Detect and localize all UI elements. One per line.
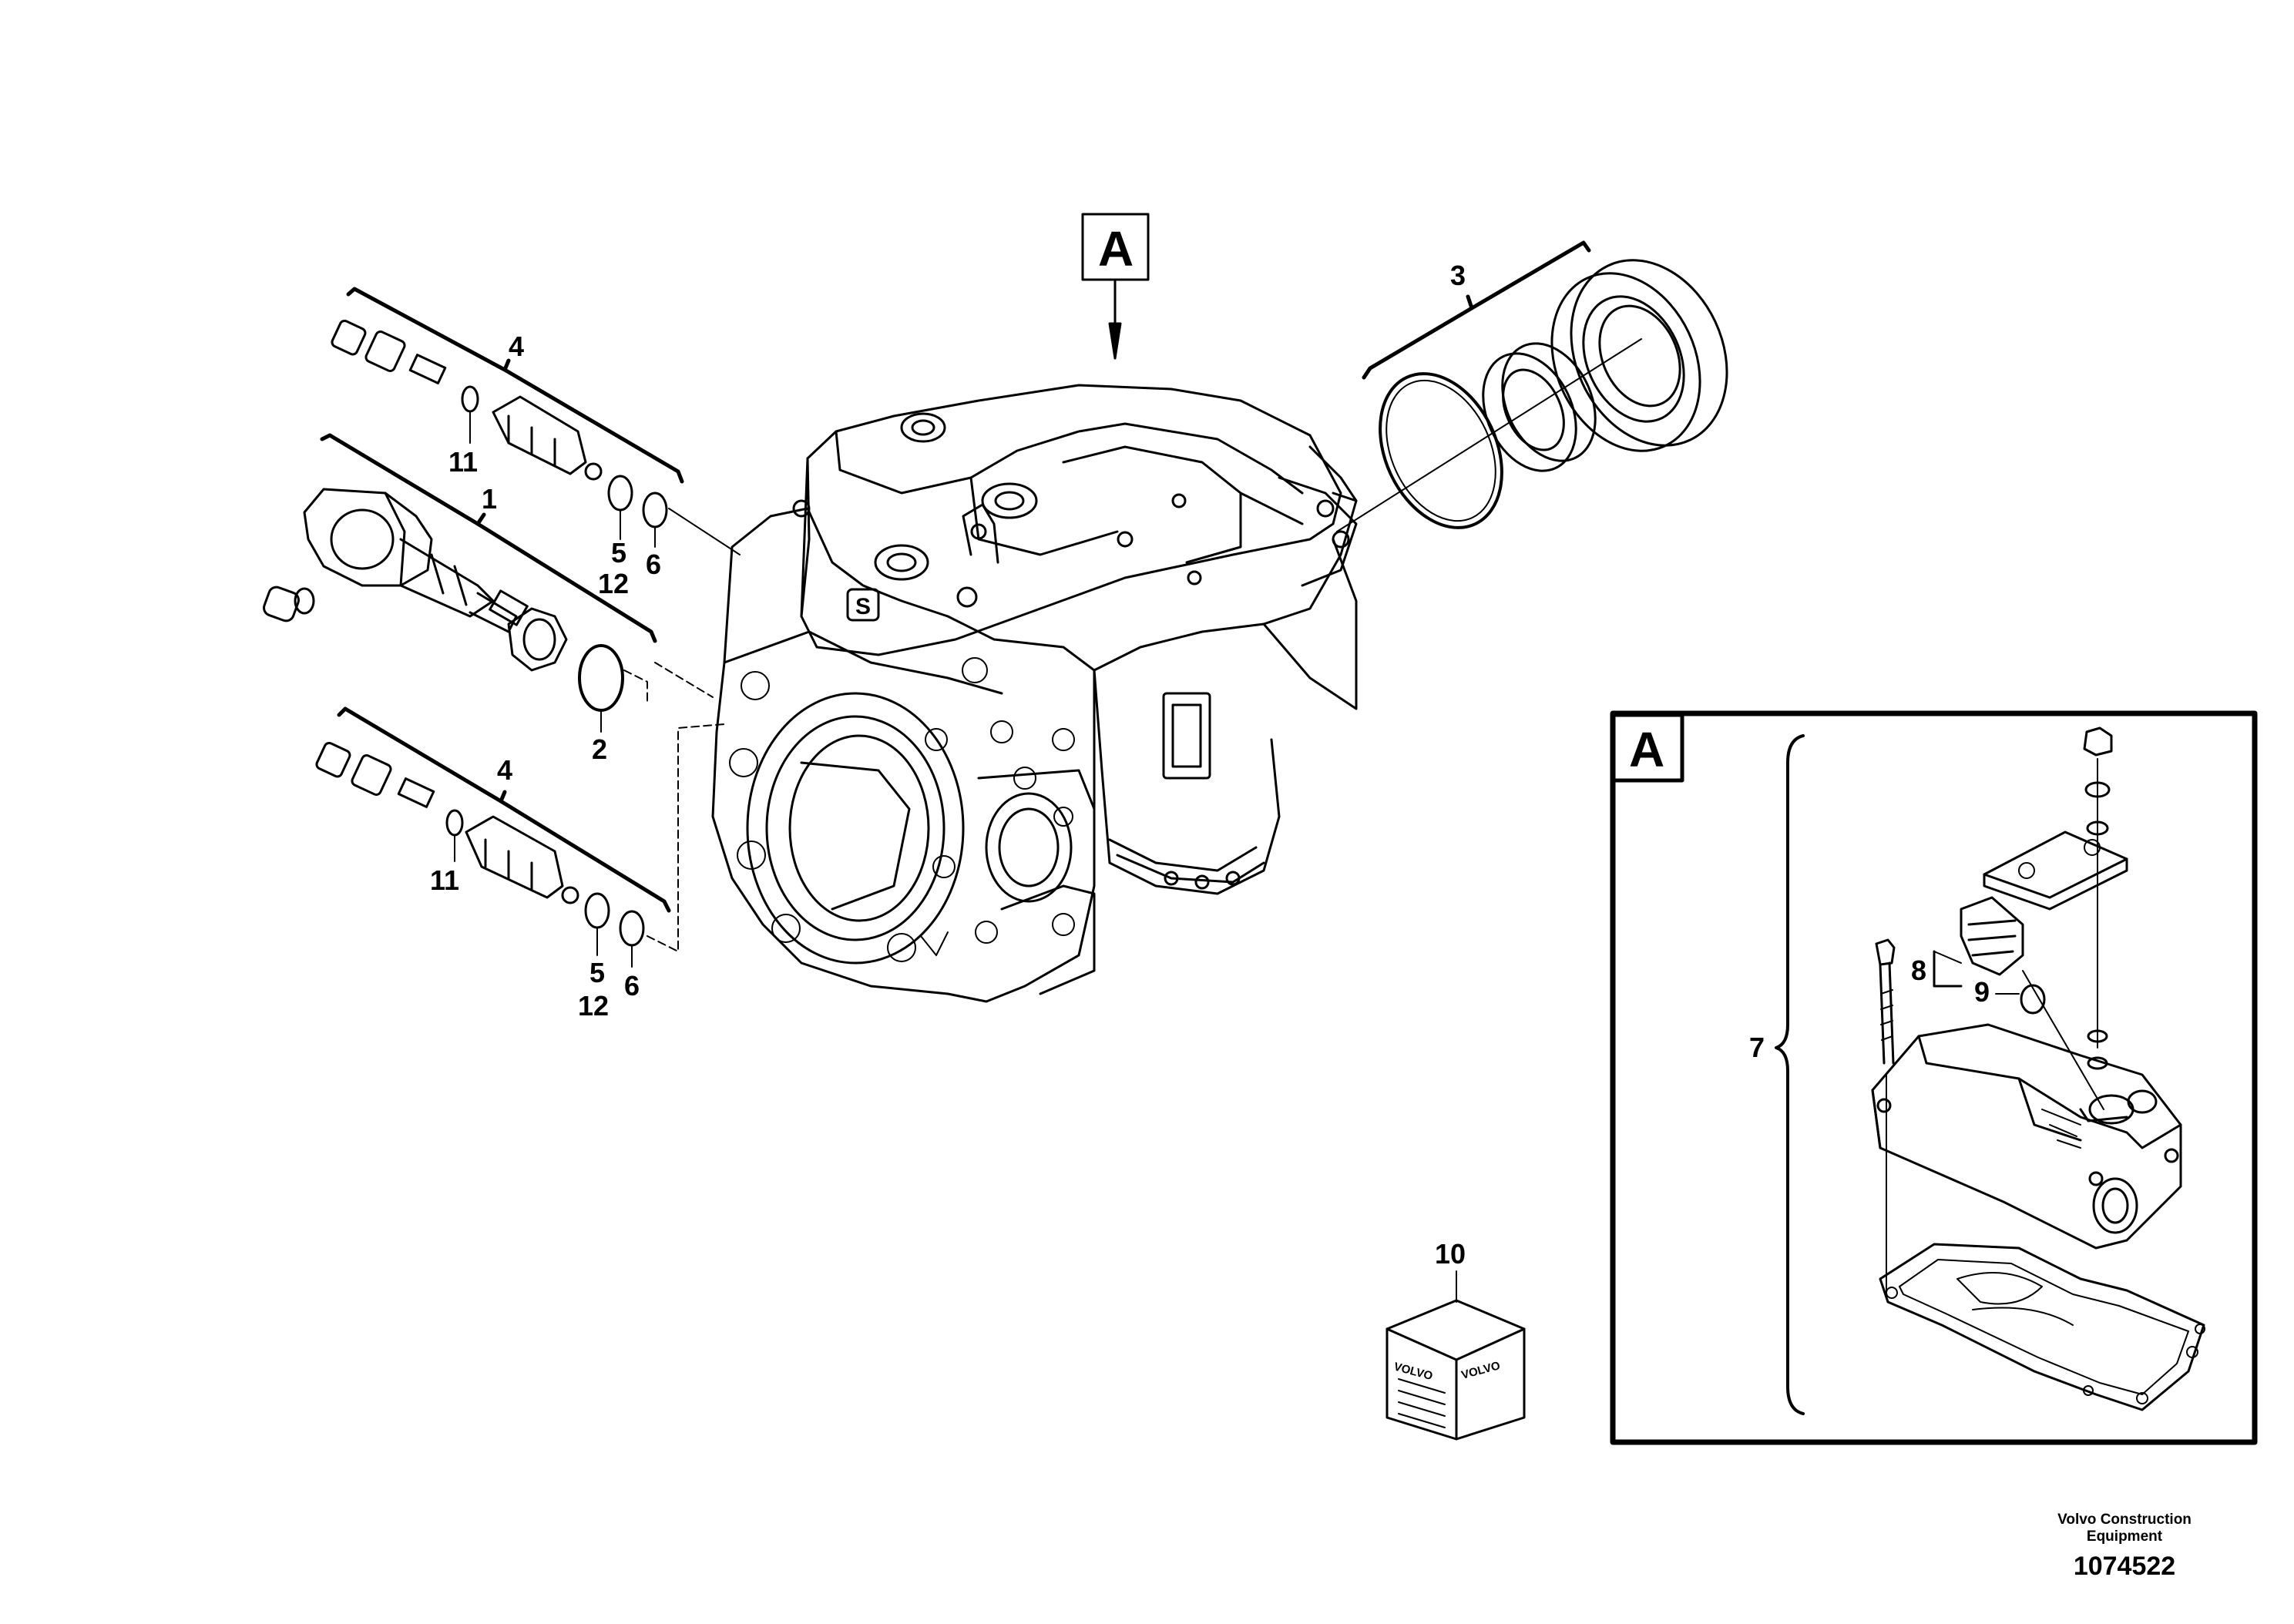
callout-12-bottom: 12 [578,990,609,1022]
footer-brand-line1: Volvo Construction [2057,1512,2192,1528]
shaft-seal-group: 3 [1336,240,1728,532]
callout-1: 1 [482,483,497,515]
product-box: 10 VOLVO VOLVO [1385,1238,1526,1441]
footer-doc-number: 1074522 [2073,1552,2176,1581]
callout-8: 8 [1911,955,1926,986]
footer-block: Volvo Construction Equipment 1074522 [2001,1512,2248,1582]
callout-4-top: 4 [509,331,524,362]
callout-5-bottom: 5 [589,957,605,988]
callout-2: 2 [592,733,607,765]
detail-view-a-label: A [1629,722,1664,777]
callout-11-top: 11 [448,446,478,478]
callout-12-top: 12 [598,568,629,599]
callout-6-top: 6 [646,549,661,580]
callout-4-bottom: 4 [497,754,512,786]
callout-10: 10 [1435,1238,1466,1270]
product-box-brand-right: VOLVO [1460,1359,1502,1382]
solenoid-valve-group: 1 2 [263,433,714,765]
callout-5-top: 5 [611,537,626,569]
callout-9: 9 [1974,976,1990,1008]
relief-valve-group-bottom: 4 11 5 6 12 [315,706,725,1022]
view-marker-a: A [1081,213,1150,360]
callout-11-bottom: 11 [430,864,459,896]
callout-6-bottom: 6 [624,970,640,1002]
relief-valve-group-top: 4 11 5 6 12 [331,287,741,599]
view-marker-a-label: A [1098,221,1134,277]
callout-3: 3 [1450,260,1466,291]
svg-text:S: S [855,594,871,619]
pump-housing: S [711,384,1358,1003]
callout-7: 7 [1749,1032,1765,1063]
footer-brand-line2: Equipment [2086,1528,2163,1545]
detail-view-a: A 7 8 9 [1610,710,2258,1445]
